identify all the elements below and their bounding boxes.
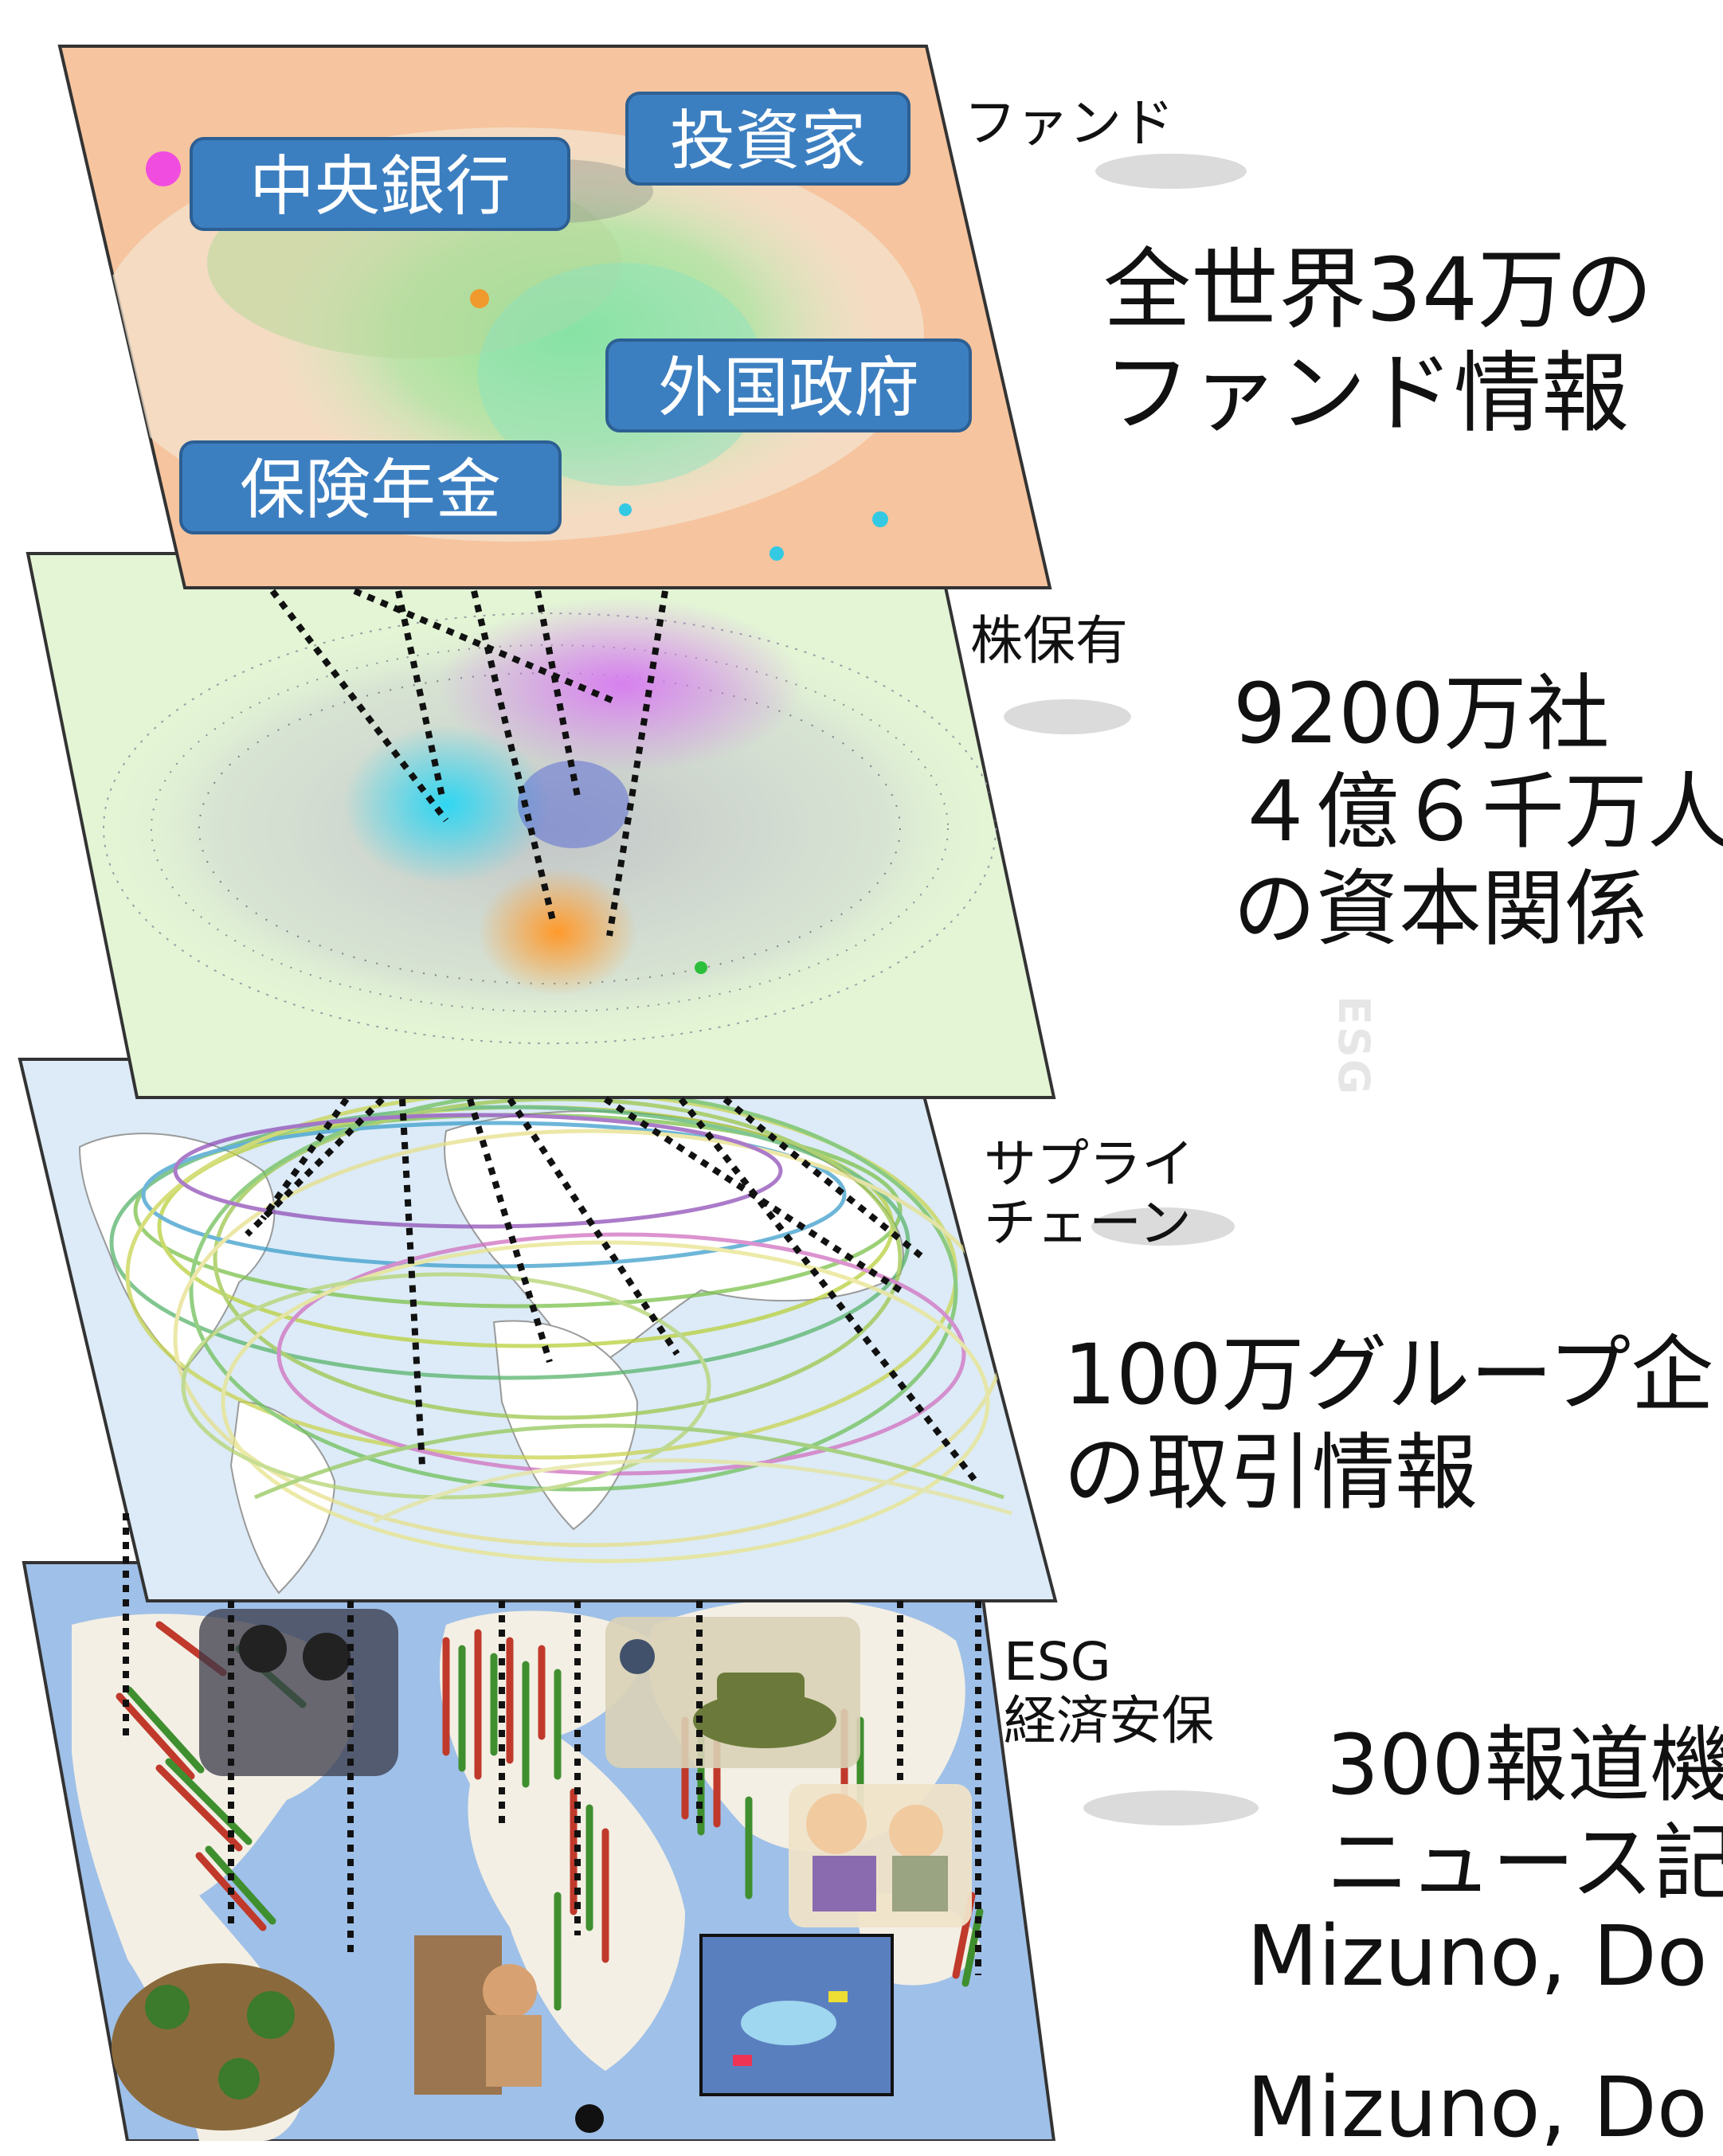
shareholding-network xyxy=(103,597,997,1044)
esg-layer xyxy=(22,1561,1056,2141)
shareholding-layer xyxy=(25,552,1056,1099)
foreign-government-badge: 外国政府 xyxy=(605,338,972,432)
fund-description-line-1: 全世界34万の xyxy=(1103,239,1653,341)
supply-chain-label-line-1: サプライ xyxy=(984,1133,1194,1195)
fund-description-line-2: ファンド情報 xyxy=(1103,342,1629,444)
supply-chain-description: 100万グループ企 の取引情報 xyxy=(1063,1326,1713,1521)
esg-description: 300報道機 ニュース記 xyxy=(1326,1716,1723,1911)
esg-description-line-2: ニュース記 xyxy=(1326,1814,1723,1911)
reference-line-2: Mizuno, Do xyxy=(1247,2059,1708,2156)
supply-chain-description-line-1: 100万グループ企 xyxy=(1063,1326,1714,1423)
shareholding-layer-label: 株保有 xyxy=(970,610,1128,671)
fund-layer-label: ファンド xyxy=(964,92,1174,154)
esg-map xyxy=(72,1598,984,2141)
esg-label-line-1: ESG xyxy=(1004,1631,1111,1692)
fund-description: 全世界34万の ファンド情報 xyxy=(1103,239,1653,446)
europe-africa-shape xyxy=(439,1610,685,2071)
esg-description-line-1: 300報道機 xyxy=(1326,1716,1723,1814)
investor-badge: 投資家 xyxy=(625,92,910,186)
shareholding-description-line-2: ４億６千万人 xyxy=(1233,762,1723,860)
supply-chain-layer-label: サプライ チェーン xyxy=(984,1135,1194,1253)
shareholding-description: 9200万社 ４億６千万人 の資本関係 xyxy=(1233,665,1723,958)
fund-network xyxy=(96,127,924,561)
central-bank-badge: 中央銀行 xyxy=(190,137,570,231)
esg-layer-label: ESG 経済安保 xyxy=(1004,1633,1214,1751)
esg-label-line-2: 経済安保 xyxy=(1004,1689,1214,1751)
cross-layer-links xyxy=(123,588,981,1975)
trade-arcs xyxy=(109,1089,1012,1563)
shareholding-description-line-1: 9200万社 xyxy=(1233,665,1610,762)
deforestation-illustration xyxy=(112,1963,335,2131)
supply-chain-label-line-2: チェーン xyxy=(984,1191,1192,1254)
esg-vertical-watermark: ESG xyxy=(1329,996,1379,1097)
insurance-pension-badge: 保険年金 xyxy=(179,440,562,534)
supply-chain-description-line-2: の取引情報 xyxy=(1063,1423,1478,1521)
shareholding-description-line-3: の資本関係 xyxy=(1233,860,1648,958)
reference-line-1: Mizuno, Do xyxy=(1247,1908,1708,2005)
